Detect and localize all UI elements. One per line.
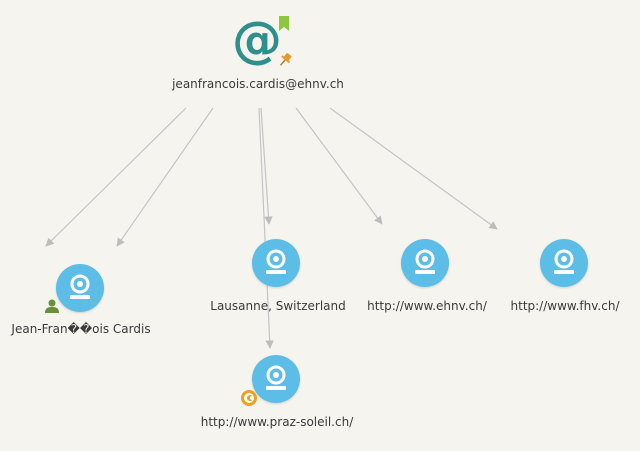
edge-to-praz-soleil [258, 107, 274, 349]
root-email-node[interactable]: @ [232, 11, 297, 72]
website-entity-icon [252, 355, 300, 403]
edge-to-ehnv [295, 107, 383, 225]
email-at-icon: @ [232, 11, 282, 69]
pin-icon [279, 53, 292, 66]
edge-to-person-1 [45, 107, 187, 247]
website-entity-icon [401, 239, 449, 287]
location-entity-icon [252, 239, 300, 287]
svg-text:@: @ [233, 14, 282, 69]
node-website-fhv-label: http://www.fhv.ch/ [510, 299, 620, 313]
edge-to-lausanne [260, 107, 273, 225]
cookie-badge-icon [241, 390, 257, 406]
website-entity-icon [540, 239, 588, 287]
edge-to-fhv [329, 107, 498, 230]
node-website-praz-soleil-label: http://www.praz-soleil.ch/ [200, 415, 354, 429]
root-email-label: jeanfrancois.cardis@ehnv.ch [172, 77, 344, 91]
person-badge-icon [45, 299, 59, 313]
bookmark-icon [279, 16, 289, 31]
edge-to-person-2 [116, 107, 214, 247]
node-website-ehnv-label: http://www.ehnv.ch/ [367, 299, 487, 313]
node-location-label: Lausanne, Switzerland [210, 299, 346, 313]
person-entity-icon [56, 264, 104, 312]
node-person-label: Jean-Fran��ois Cardis [11, 322, 151, 336]
